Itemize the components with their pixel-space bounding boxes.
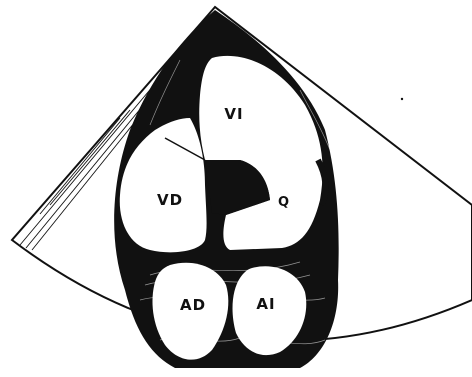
label-vi: VI	[224, 105, 243, 123]
label-q: Q	[278, 195, 290, 210]
label-vd: VD	[157, 191, 183, 209]
label-ai: AI	[256, 295, 275, 313]
image-speck	[401, 98, 403, 100]
label-ad: AD	[180, 296, 206, 314]
